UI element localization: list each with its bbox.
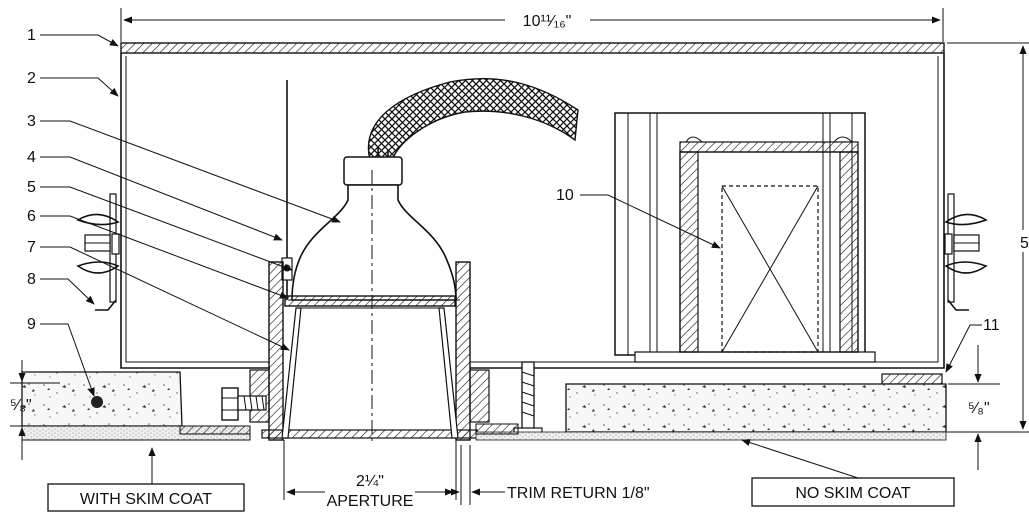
height-label: 5: [1020, 235, 1029, 252]
callout-6: 6: [27, 208, 289, 299]
no-skim-coat-callout: NO SKIM COAT: [741, 439, 955, 507]
svg-text:9: 9: [27, 316, 36, 333]
left-thickness-label: ⁵⁄₈": [10, 397, 32, 414]
with-skim-coat-callout: WITH SKIM COAT: [47, 447, 245, 512]
callout-4: 4: [27, 149, 283, 241]
trim-collar-right: [455, 261, 471, 441]
svg-text:10: 10: [556, 187, 574, 204]
callout-1: 1: [27, 27, 119, 47]
trim-return-dimension: TRIM RETURN 1/8": [445, 445, 650, 505]
svg-text:11: 11: [983, 317, 1000, 334]
aperture-dimension: 2¼" APERTURE: [283, 440, 457, 510]
no-skim-coat-label: NO SKIM COAT: [795, 485, 910, 502]
callout-11: 11: [945, 317, 1000, 373]
top-cover-plate: [120, 42, 945, 54]
lamp-bulb: [291, 184, 457, 301]
callout-2: 2: [27, 70, 119, 97]
spacer-shim: [881, 373, 943, 385]
svg-text:5: 5: [27, 179, 36, 196]
aperture-label: APERTURE: [327, 493, 414, 510]
callout-8: 8: [27, 271, 95, 305]
ceiling-substrate: [21, 371, 947, 441]
svg-text:8: 8: [27, 271, 36, 288]
lens-glass: [284, 295, 456, 307]
lamp-base: [343, 156, 403, 186]
adjustment-screw-right: [513, 361, 543, 435]
lamp-assembly: [288, 77, 579, 301]
driver-transformer: [614, 112, 876, 363]
svg-text:2: 2: [27, 70, 36, 87]
right-thickness-label: ⁵⁄₈": [968, 400, 990, 417]
callout-7: 7: [27, 239, 290, 351]
housing-box: [120, 53, 945, 369]
right-mounting-clamp: [944, 193, 988, 311]
svg-text:1: 1: [27, 27, 36, 44]
top-width-label: 10¹¹⁄₁₆": [523, 13, 572, 30]
right-thickness-dimension: ⁵⁄₈": [948, 345, 1000, 470]
flexible-cable: [367, 77, 579, 161]
top-width-dimension: 10¹¹⁄₁₆": [120, 8, 944, 42]
trim-collar-left: [268, 261, 284, 441]
with-skim-coat-label: WITH SKIM COAT: [80, 491, 212, 508]
left-thickness-dimension: ⁵⁄₈": [10, 360, 60, 460]
callout-5: 5: [27, 179, 293, 271]
svg-text:6: 6: [27, 208, 36, 225]
callout-9: 9: [27, 316, 95, 397]
left-mounting-clamp: [76, 193, 120, 311]
housing: [120, 42, 945, 369]
trim-return-label: TRIM RETURN 1/8": [507, 485, 650, 502]
trim-assembly: [249, 261, 490, 441]
callout-3: 3: [27, 113, 341, 223]
adjustment-screw-left: [221, 387, 267, 421]
aperture-size-label: 2¼": [356, 473, 384, 490]
svg-text:3: 3: [27, 113, 36, 130]
svg-text:4: 4: [27, 149, 36, 166]
callout-10: 10: [556, 187, 721, 249]
embedded-fastener: [91, 396, 103, 408]
svg-text:7: 7: [27, 239, 36, 256]
